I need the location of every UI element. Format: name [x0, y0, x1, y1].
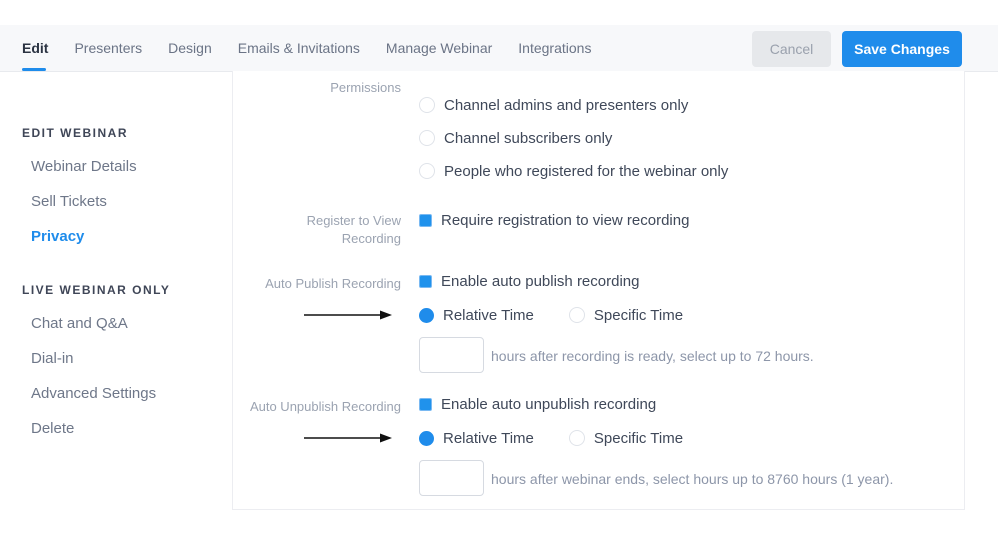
sidebar-section-live-webinar-only: LIVE WEBINAR ONLY	[22, 283, 171, 297]
require-registration-label: Require registration to view recording	[441, 211, 690, 229]
auto-publish-label: Auto Publish Recording	[265, 276, 401, 291]
sidebar-item-advanced-settings[interactable]: Advanced Settings	[31, 385, 157, 402]
auto-publish-time-radio-group: Relative Time Specific Time	[419, 305, 683, 325]
permission-option-registered[interactable]: People who registered for the webinar on…	[419, 161, 728, 181]
relative-time-label[interactable]: Relative Time	[443, 306, 534, 324]
tab-design[interactable]: Design	[168, 40, 212, 56]
enable-auto-publish-checkbox-row[interactable]: Enable auto publish recording	[419, 271, 639, 291]
tab-edit[interactable]: Edit	[22, 40, 48, 71]
specific-time-label[interactable]: Specific Time	[593, 429, 684, 447]
checkbox-checked-icon[interactable]	[419, 397, 432, 411]
arrow-right-annotation-icon	[304, 310, 392, 320]
sidebar-item-delete[interactable]: Delete	[31, 420, 75, 437]
permission-option-admins[interactable]: Channel admins and presenters only	[419, 95, 688, 115]
auto-publish-helper-text: hours after recording is ready, select u…	[491, 348, 814, 364]
radio-unselected-icon[interactable]	[568, 430, 585, 446]
checkbox-checked-icon[interactable]	[419, 213, 432, 227]
enable-auto-unpublish-checkbox-row[interactable]: Enable auto unpublish recording	[419, 394, 656, 414]
sidebar-item-privacy[interactable]: Privacy	[31, 228, 85, 245]
sidebar-item-webinar-details[interactable]: Webinar Details	[31, 158, 137, 175]
sidebar-item-dial-in[interactable]: Dial-in	[31, 350, 74, 367]
register-to-view-label: Register to View Recording	[306, 213, 401, 246]
sidebar-section-edit-webinar: EDIT WEBINAR	[22, 126, 128, 140]
auto-publish-hours-input[interactable]	[419, 337, 484, 373]
auto-unpublish-helper-text: hours after webinar ends, select hours u…	[491, 471, 894, 487]
settings-sidebar: EDIT WEBINAR Webinar Details Sell Ticket…	[22, 126, 212, 455]
radio-unselected-icon[interactable]	[419, 163, 435, 179]
permission-option-label: Channel subscribers only	[444, 129, 613, 147]
auto-unpublish-hours-input[interactable]	[419, 460, 484, 496]
sidebar-section-divider	[22, 263, 212, 283]
radio-unselected-icon[interactable]	[419, 97, 435, 113]
radio-selected-icon[interactable]	[419, 307, 434, 323]
enable-auto-unpublish-label: Enable auto unpublish recording	[441, 395, 657, 413]
enable-auto-publish-label: Enable auto publish recording	[441, 272, 640, 290]
arrow-right-annotation-icon	[304, 433, 392, 443]
radio-selected-icon[interactable]	[419, 430, 434, 446]
tab-emails-invitations[interactable]: Emails & Invitations	[237, 40, 360, 56]
specific-time-label[interactable]: Specific Time	[593, 306, 684, 324]
cancel-button[interactable]: Cancel	[752, 31, 831, 67]
active-tab-underline	[22, 68, 46, 71]
permission-option-label: People who registered for the webinar on…	[444, 162, 729, 180]
tab-presenters[interactable]: Presenters	[74, 40, 143, 56]
sidebar-item-chat-and-qa[interactable]: Chat and Q&A	[31, 315, 128, 332]
radio-unselected-icon[interactable]	[568, 307, 585, 323]
checkbox-checked-icon[interactable]	[419, 274, 432, 288]
permission-option-subscribers[interactable]: Channel subscribers only	[419, 128, 612, 148]
sidebar-item-sell-tickets[interactable]: Sell Tickets	[31, 193, 107, 210]
tab-bar: Edit Presenters Design Emails & Invitati…	[0, 40, 592, 71]
require-registration-checkbox-row[interactable]: Require registration to view recording	[419, 210, 689, 230]
save-changes-button[interactable]: Save Changes	[842, 31, 962, 67]
tab-integrations[interactable]: Integrations	[518, 40, 592, 56]
top-toolbar: Edit Presenters Design Emails & Invitati…	[0, 25, 998, 72]
permission-option-label: Channel admins and presenters only	[444, 96, 689, 114]
relative-time-label[interactable]: Relative Time	[443, 429, 534, 447]
permissions-label: Permissions	[330, 80, 401, 95]
tab-manage-webinar[interactable]: Manage Webinar	[385, 40, 493, 56]
radio-unselected-icon[interactable]	[419, 130, 435, 146]
auto-unpublish-time-radio-group: Relative Time Specific Time	[419, 428, 683, 448]
privacy-settings-panel: Permissions Channel admins and presenter…	[232, 71, 965, 510]
auto-unpublish-label: Auto Unpublish Recording	[249, 399, 401, 414]
